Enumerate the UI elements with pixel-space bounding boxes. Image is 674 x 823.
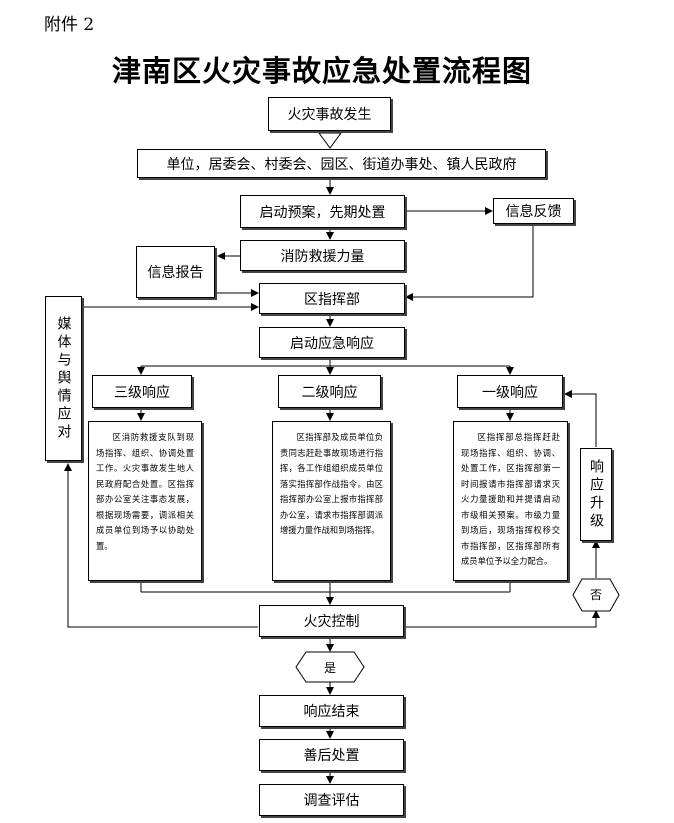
- node-level3: 三级响应: [92, 375, 192, 408]
- node-info-report: 信息报告: [136, 246, 215, 298]
- node-fire-control: 火灾控制: [259, 605, 404, 637]
- node-response-end: 响应结束: [259, 695, 404, 727]
- node-investigation: 调查评估: [259, 784, 404, 816]
- yes-decision-hexagon: [295, 651, 365, 683]
- page-title: 津南区火灾事故应急处置流程图: [112, 54, 533, 88]
- node-fire-rescue: 消防救援力量: [240, 240, 405, 271]
- level3-description: 区消防救援支队到现场指挥、组织、协调处置工作。火灾事故发生地人民政府配合处置。区…: [88, 421, 202, 581]
- node-level2: 二级响应: [278, 375, 381, 408]
- no-label: 否: [589, 588, 602, 602]
- node-fire-occurs: 火灾事故发生: [268, 97, 391, 131]
- attachment-label: 附件 2: [44, 15, 95, 35]
- node-response-upgrade: 响应升级: [580, 448, 612, 541]
- yes-label: 是: [323, 661, 336, 675]
- node-info-feedback: 信息反馈: [493, 198, 574, 224]
- node-start-plan: 启动预案，先期处置: [240, 195, 405, 228]
- node-level1: 一级响应: [457, 375, 563, 408]
- node-media-response: 媒体与舆情应对: [45, 296, 82, 461]
- level1-description-text: 区指挥部总指挥赶赴现场指挥、组织、协调、处置工作，区指挥部第一时间报请市指挥部请…: [461, 432, 560, 566]
- no-decision-hexagon: [572, 578, 620, 612]
- level2-description-text: 区指挥部及成员单位负责同志赶赴事故现场进行指挥，各工作组组织成员单位落实指挥部作…: [280, 432, 383, 535]
- node-units: 单位，居委会、村委会、园区、街道办事处、镇人民政府: [137, 149, 546, 178]
- level3-description-text: 区消防救援支队到现场指挥、组织、协调处置工作。火灾事故发生地人民政府配合处置。区…: [96, 432, 194, 551]
- hollow-down-arrow: [318, 132, 342, 149]
- node-emergency-start: 启动应急响应: [259, 327, 405, 358]
- level2-description: 区指挥部及成员单位负责同志赶赴事故现场进行指挥，各工作组组织成员单位落实指挥部作…: [272, 421, 391, 581]
- node-aftermath: 善后处置: [259, 739, 404, 771]
- node-district-command: 区指挥部: [259, 283, 405, 314]
- level1-description: 区指挥部总指挥赶赴现场指挥、组织、协调、处置工作，区指挥部第一时间报请市指挥部请…: [453, 421, 568, 581]
